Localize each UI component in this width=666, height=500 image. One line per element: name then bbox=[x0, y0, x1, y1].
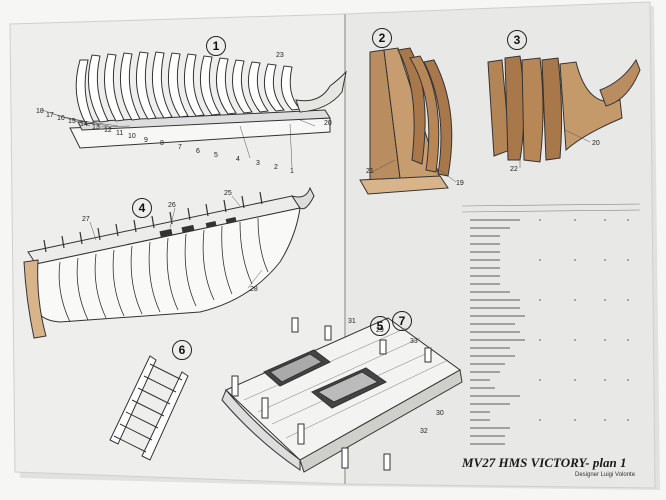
figure-3-stern-section bbox=[487, 55, 641, 163]
part-label: 20 bbox=[592, 140, 600, 147]
part-label: 25 bbox=[224, 190, 232, 197]
designer-credit: Designer Luigi Volonte bbox=[575, 472, 636, 478]
part-label: 18 bbox=[36, 108, 44, 115]
figure-number-1: 1 bbox=[206, 36, 226, 56]
figure-7-deck-assembly bbox=[221, 317, 463, 473]
part-label: 7 bbox=[178, 144, 182, 151]
figure-6-ladder bbox=[109, 355, 189, 461]
part-label: 15 bbox=[68, 118, 76, 125]
figure-4-hull-with-deck bbox=[23, 186, 315, 339]
part-label: 22 bbox=[510, 166, 518, 173]
part-label: 12 bbox=[104, 127, 112, 134]
figure-number-5: 5 bbox=[370, 316, 390, 336]
part-label: 9 bbox=[144, 137, 148, 144]
part-label: 6 bbox=[196, 148, 200, 155]
part-label: 30 bbox=[436, 410, 444, 417]
plan-title: MV27 HMS VICTORY- plan 1 bbox=[462, 455, 627, 470]
part-label: 16 bbox=[57, 115, 65, 122]
parts-table bbox=[461, 203, 641, 445]
part-label: 4 bbox=[236, 156, 240, 163]
figure-2-bow-section bbox=[359, 47, 453, 195]
figure-1-hull-frames bbox=[69, 51, 347, 149]
part-label: 20 bbox=[324, 120, 332, 127]
part-label: 21 bbox=[366, 168, 374, 175]
part-label: 31 bbox=[348, 318, 356, 325]
figure-4-deck-hatches bbox=[159, 217, 237, 238]
figure-number-4: 4 bbox=[132, 198, 152, 218]
part-label: 1 bbox=[290, 168, 294, 175]
figure-number-7: 7 bbox=[392, 311, 412, 331]
figure-number-2: 2 bbox=[372, 28, 392, 48]
part-label: 11 bbox=[116, 130, 124, 137]
part-label: 8 bbox=[160, 140, 164, 147]
part-label: 33 bbox=[410, 338, 418, 345]
part-label: 2 bbox=[274, 164, 278, 171]
part-label: 14 bbox=[80, 121, 88, 128]
part-label: 13 bbox=[92, 124, 100, 131]
part-label: 26 bbox=[168, 202, 176, 209]
figure-4-frame-lines bbox=[58, 217, 269, 323]
part-label: 10 bbox=[128, 133, 136, 140]
part-label: 5 bbox=[214, 152, 218, 159]
part-label: 32 bbox=[420, 428, 428, 435]
part-label: 28 bbox=[250, 286, 258, 293]
part-label: 29 bbox=[376, 327, 384, 334]
figure-number-6: 6 bbox=[172, 340, 192, 360]
part-label: 3 bbox=[256, 160, 260, 167]
part-label: 27 bbox=[82, 216, 90, 223]
part-label: 23 bbox=[276, 52, 284, 59]
figure-number-3: 3 bbox=[507, 30, 527, 50]
part-label: 19 bbox=[456, 180, 464, 187]
part-label: 17 bbox=[46, 112, 54, 119]
